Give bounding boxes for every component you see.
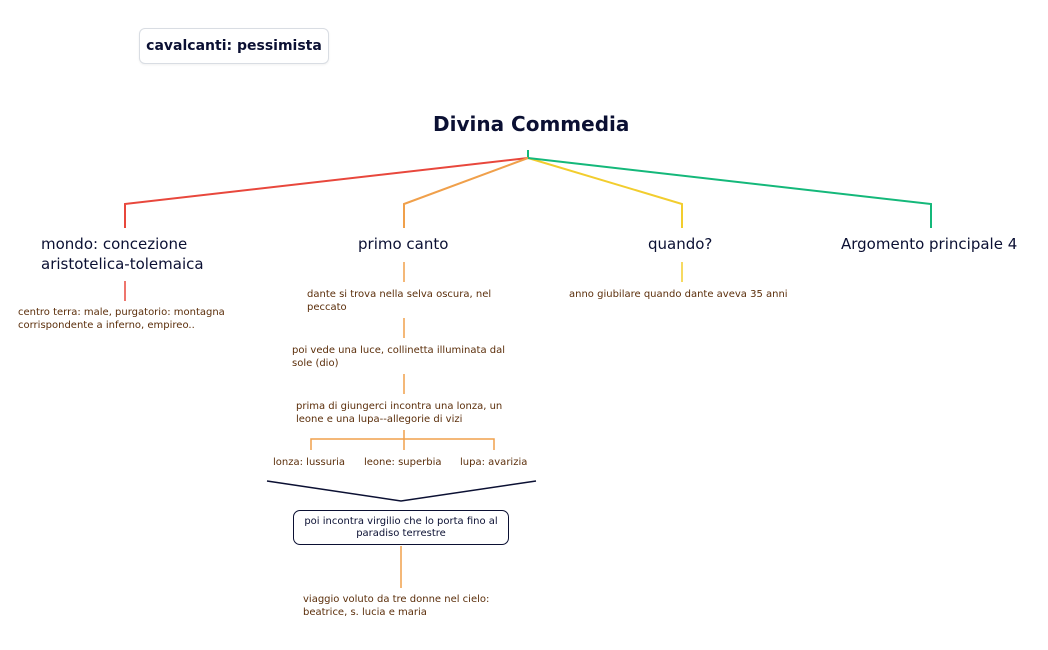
subtopic-step1[interactable]: dante si trova nella selva oscura, nel p… [307, 288, 491, 314]
subtopic-final[interactable]: viaggio voluto da tre donne nel cielo: b… [303, 593, 489, 619]
subtopic-step3[interactable]: prima di giungerci incontra una lonza, u… [296, 400, 502, 426]
connector-primo-canto [403, 157, 529, 228]
connector-quando [527, 157, 683, 228]
mondo-detail-line1: centro terra: male, purgatorio: montagna [18, 307, 225, 318]
topic-mondo[interactable]: mondo: concezione aristotelica-tolemaica [41, 234, 204, 274]
subtopic-step2[interactable]: poi vede una luce, collinetta illuminata… [292, 344, 505, 370]
floating-note[interactable]: cavalcanti: pessimista [139, 28, 329, 64]
step2-line1: poi vede una luce, collinetta illuminata… [292, 345, 506, 356]
topic-quando[interactable]: quando? [648, 235, 713, 253]
subtopic-lupa[interactable]: lupa: avarizia [460, 457, 528, 468]
connector-argomento [527, 157, 932, 228]
summary-chevron [266, 480, 537, 502]
note-label: cavalcanti: pessimista [146, 38, 322, 54]
summary-text: poi incontra virgilio che lo porta fino … [304, 515, 498, 539]
topic-argomento[interactable]: Argomento principale 4 [841, 235, 1018, 253]
connector-mondo [124, 157, 529, 228]
step1-line2: peccato [307, 302, 347, 313]
topic-mondo-line2: aristotelica-tolemaica [41, 255, 204, 273]
final-line2: beatrice, s. lucia e maria [303, 607, 427, 618]
topic-primo-canto[interactable]: primo canto [358, 235, 449, 253]
step3-line1: prima di giungerci incontra una lonza, u… [296, 401, 503, 412]
subtopic-quando-detail[interactable]: anno giubilare quando dante aveva 35 ann… [569, 289, 788, 300]
connector-vizi-bracket [310, 438, 495, 450]
final-line1: viaggio voluto da tre donne nel cielo: [303, 594, 490, 605]
step2-line2: sole (dio) [292, 358, 339, 369]
mondo-detail-line2: corrispondente a inferno, empireo.. [18, 320, 195, 331]
step3-line2: leone e una lupa--allegorie di vizi [296, 414, 463, 425]
subtopic-leone[interactable]: leone: superbia [364, 457, 442, 468]
summary-box[interactable]: poi incontra virgilio che lo porta fino … [293, 510, 509, 545]
root-topic[interactable]: Divina Commedia [433, 112, 630, 136]
subtopic-mondo-detail[interactable]: centro terra: male, purgatorio: montagna… [18, 306, 225, 332]
step1-line1: dante si trova nella selva oscura, nel [307, 289, 492, 300]
subtopic-lonza[interactable]: lonza: lussuria [273, 457, 346, 468]
topic-mondo-line1: mondo: concezione [41, 235, 188, 253]
